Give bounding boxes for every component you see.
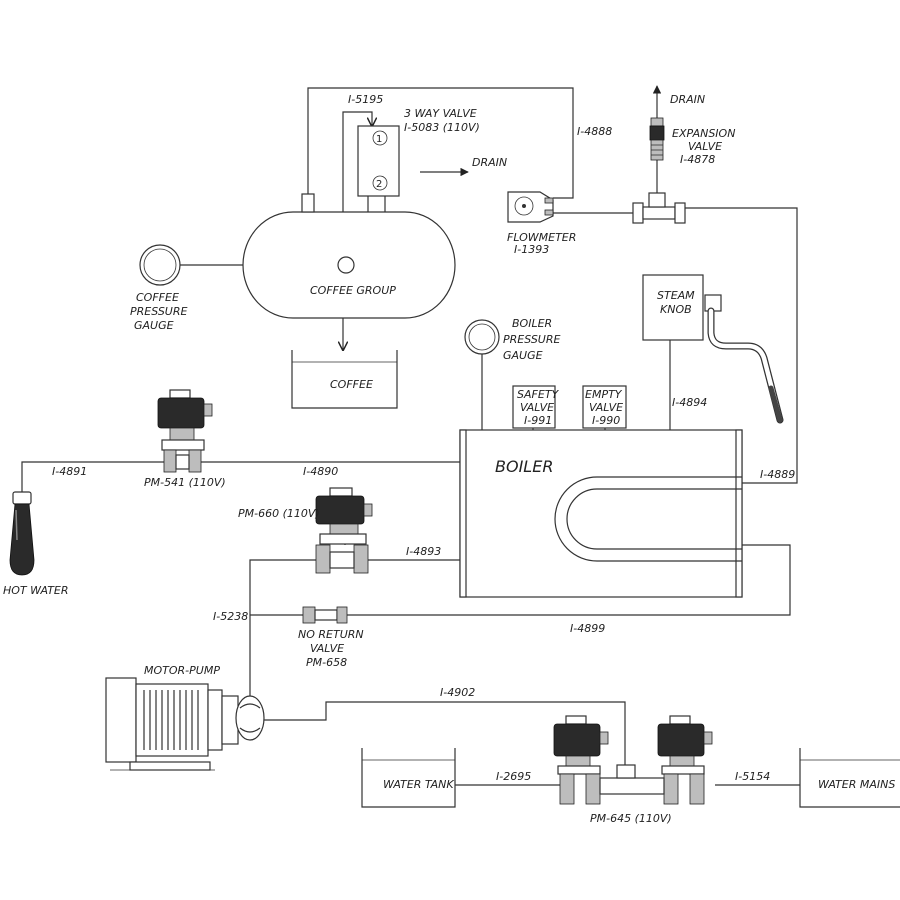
coffee-group-label: COFFEE GROUP	[310, 284, 396, 297]
empty-valve-label-1: EMPTY	[585, 388, 623, 401]
boiler-gauge-label-1: BOILER	[512, 317, 552, 330]
expansion-valve: DRAIN EXPANSION VALVE I-4878	[632, 93, 735, 224]
three-way-valve-label: 3 WAY VALVE	[404, 107, 477, 120]
steam-wand	[704, 294, 784, 424]
steam-knob-label-1: STEAM	[657, 289, 695, 302]
valve-position-1: 1	[376, 134, 382, 145]
three-way-valve-code: I-5083 (110V)	[404, 121, 480, 134]
drain-label-top: DRAIN	[670, 93, 705, 106]
pm541-label: PM-541 (110V)	[144, 476, 226, 489]
hot-water-wand: HOT WATER	[3, 491, 69, 597]
safety-valve-label-1: SAFETY	[517, 388, 560, 401]
empty-valve: EMPTY VALVE I-990	[582, 385, 627, 429]
no-return-label-2: VALVE	[310, 642, 344, 655]
pm645-label: PM-645 (110V)	[590, 812, 672, 825]
pipes	[21, 85, 800, 786]
steam-knob: STEAM KNOB	[642, 274, 704, 341]
pipe-label-i4894: I-4894	[672, 396, 707, 409]
coffee-cup-label: COFFEE	[330, 378, 373, 391]
pipe-label-i5154: I-5154	[735, 770, 770, 783]
motor-pump: MOTOR-PUMP	[105, 664, 265, 771]
three-way-valve: 1 2 3 WAY VALVE I-5083 (110V) I-5195 DRA…	[348, 93, 507, 197]
solenoid-pm660: PM-660 (110V)	[238, 487, 373, 574]
pipe-label-i4889: I-4889	[760, 468, 795, 481]
flowmeter-label-1: FLOWMETER	[507, 231, 576, 244]
boiler-gauge-label-2: PRESSURE	[503, 333, 560, 346]
pipe-label-i4888: I-4888	[577, 125, 612, 138]
no-return-label-3: PM-658	[306, 656, 347, 669]
pipe-label-i5238: I-5238	[213, 610, 248, 623]
expansion-label-2: VALVE	[688, 140, 722, 153]
water-tank-label: WATER TANK	[383, 778, 454, 791]
coffee-group: COFFEE GROUP	[242, 193, 456, 319]
safety-valve-label-2: VALVE	[520, 401, 554, 414]
no-return-valve: NO RETURN VALVE PM-658	[298, 606, 364, 669]
expansion-label-3: I-4878	[680, 153, 715, 166]
water-mains-label: WATER MAINS	[818, 778, 895, 791]
expansion-label-1: EXPANSION	[672, 127, 735, 140]
no-return-label-1: NO RETURN	[298, 628, 364, 641]
coffee-gauge-label-1: COFFEE	[136, 291, 179, 304]
motor-pump-label: MOTOR-PUMP	[144, 664, 220, 677]
drain-label-mid: DRAIN	[472, 156, 507, 169]
coffee-gauge-label-2: PRESSURE	[130, 305, 187, 318]
valve-position-2: 2	[376, 179, 382, 190]
pipe-label-i2695: I-2695	[496, 770, 531, 783]
coffee-cup: COFFEE	[291, 350, 398, 409]
empty-valve-label-2: VALVE	[589, 401, 623, 414]
boiler-gauge-label-3: GAUGE	[503, 349, 543, 362]
safety-valve-label-3: I-991	[524, 414, 552, 427]
pipe-label-i4902: I-4902	[440, 686, 475, 699]
pipe-label-i4899: I-4899	[570, 622, 605, 635]
flowmeter-label-2: I-1393	[514, 243, 549, 256]
coffee-gauge-label-3: GAUGE	[134, 319, 174, 332]
pipe-label-i4893: I-4893	[406, 545, 441, 558]
flowmeter: I-4888 FLOWMETER I-1393	[507, 125, 612, 256]
water-mains: WATER MAINS	[799, 748, 900, 808]
boiler: BOILER	[459, 429, 743, 598]
steam-knob-label-2: KNOB	[660, 303, 692, 316]
boiler-label: BOILER	[495, 457, 553, 476]
pipe-label-i4890: I-4890	[303, 465, 338, 478]
empty-valve-label-3: I-990	[592, 414, 620, 427]
boiler-pressure-gauge: BOILER PRESSURE GAUGE	[464, 317, 560, 362]
pipe-label-i5195: I-5195	[348, 93, 383, 106]
pm660-label: PM-660 (110V)	[238, 507, 320, 520]
safety-valve: SAFETY VALVE I-991	[512, 385, 560, 429]
solenoid-pm541: PM-541 (110V)	[144, 389, 226, 489]
pipe-label-i4891: I-4891	[52, 465, 87, 478]
coffee-pressure-gauge: COFFEE PRESSURE GAUGE	[130, 244, 187, 332]
water-tank: WATER TANK	[361, 748, 456, 808]
hot-water-label: HOT WATER	[3, 584, 69, 597]
solenoid-pm645: PM-645 (110V)	[553, 715, 713, 825]
